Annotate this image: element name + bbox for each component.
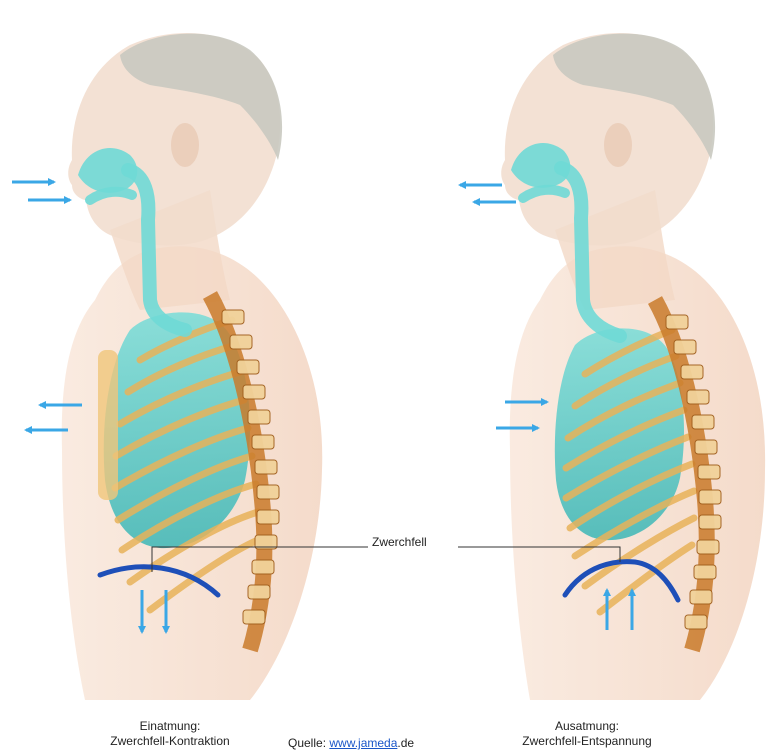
caption-exhalation: Ausatmung: Zwerchfell-Entspannung [472, 719, 702, 749]
caption-inhalation: Einatmung: Zwerchfell-Kontraktion [70, 719, 270, 749]
caption-inhalation-title: Einatmung: [70, 719, 270, 734]
source-link[interactable]: www.jameda [329, 736, 397, 750]
caption-exhalation-title: Ausatmung: [472, 719, 702, 734]
figure-inhalation [12, 33, 322, 700]
figure-exhalation [460, 33, 765, 700]
source-suffix: .de [397, 736, 414, 750]
source-credit: Quelle: www.jameda.de [288, 736, 414, 750]
caption-inhalation-subtitle: Zwerchfell-Kontraktion [70, 734, 270, 749]
ear [604, 123, 632, 167]
diaphragm-label: Zwerchfell [372, 535, 427, 549]
caption-exhalation-subtitle: Zwerchfell-Entspannung [472, 734, 702, 749]
source-prefix: Quelle: [288, 736, 329, 750]
ear [171, 123, 199, 167]
sternum [98, 350, 118, 500]
